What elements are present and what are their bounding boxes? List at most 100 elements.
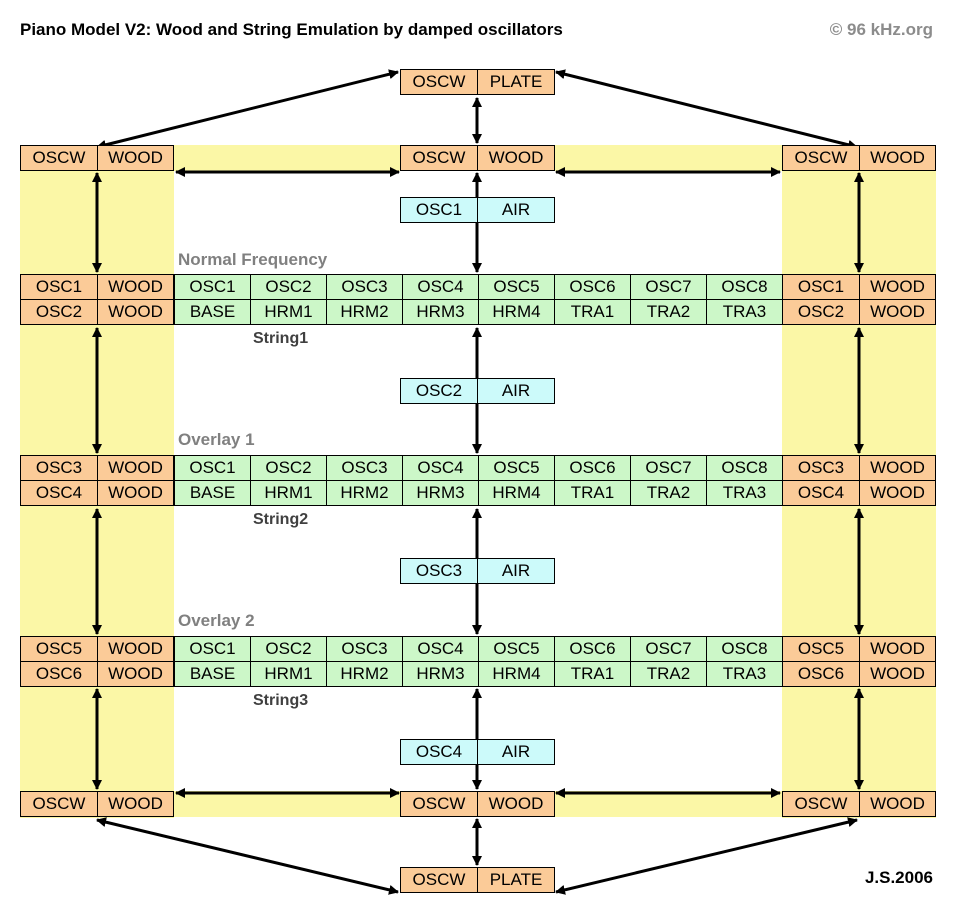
section-2-left-osc-bottom: OSC4 bbox=[20, 480, 98, 506]
section-2-bottom-6: TRA1 bbox=[554, 480, 631, 506]
air-4-osc: OSC4 bbox=[400, 739, 478, 765]
section-1-bottom-4: HRM3 bbox=[402, 299, 479, 325]
section-1-bottom-5: HRM4 bbox=[478, 299, 555, 325]
section-3-right-wood-top: WOOD bbox=[859, 636, 936, 662]
section-1-bottom-7: TRA2 bbox=[630, 299, 707, 325]
wood-top-left-wood: WOOD bbox=[97, 145, 174, 171]
section-1-top-6: OSC6 bbox=[554, 274, 631, 300]
wood-top-center-wood: WOOD bbox=[477, 145, 555, 171]
section-2-bottom-3: HRM2 bbox=[326, 480, 403, 506]
diagram-title: Piano Model V2: Wood and String Emulatio… bbox=[20, 20, 563, 39]
section-2-right-osc-bottom: OSC4 bbox=[782, 480, 860, 506]
section-1-bottom-1: BASE bbox=[174, 299, 251, 325]
section-2-top-5: OSC5 bbox=[478, 455, 555, 481]
section-3-left-wood-bottom: WOOD bbox=[97, 661, 174, 687]
wood-bottom-left-wood: WOOD bbox=[97, 791, 174, 817]
wood-bottom-center-oscw: OSCW bbox=[400, 791, 478, 817]
section-3-bottom-3: HRM2 bbox=[326, 661, 403, 687]
section-3-string-label: String3 bbox=[253, 692, 309, 709]
section-1-bottom-2: HRM1 bbox=[250, 299, 327, 325]
plate-top-label: PLATE bbox=[477, 69, 555, 95]
section-3-bottom-1: BASE bbox=[174, 661, 251, 687]
section-1-string-label: String1 bbox=[253, 330, 309, 347]
section-2-top-6: OSC6 bbox=[554, 455, 631, 481]
air-1-label: AIR bbox=[477, 197, 555, 223]
section-3-top-7: OSC7 bbox=[630, 636, 707, 662]
section-3-bottom-4: HRM3 bbox=[402, 661, 479, 687]
section-2-bottom-2: HRM1 bbox=[250, 480, 327, 506]
section-1-top-8: OSC8 bbox=[706, 274, 783, 300]
section-1-top-4: OSC4 bbox=[402, 274, 479, 300]
section-3-top-4: OSC4 bbox=[402, 636, 479, 662]
section-1-bottom-8: TRA3 bbox=[706, 299, 783, 325]
wood-top-center-oscw: OSCW bbox=[400, 145, 478, 171]
section-2-top-4: OSC4 bbox=[402, 455, 479, 481]
section-1-right-wood-top: WOOD bbox=[859, 274, 936, 300]
section-2-top-1: OSC1 bbox=[174, 455, 251, 481]
wood-bottom-left-oscw: OSCW bbox=[20, 791, 98, 817]
section-3-top-5: OSC5 bbox=[478, 636, 555, 662]
section-3-right-osc-bottom: OSC6 bbox=[782, 661, 860, 687]
section-1-bottom-6: TRA1 bbox=[554, 299, 631, 325]
section-1-left-osc-bottom: OSC2 bbox=[20, 299, 98, 325]
section-3-right-wood-bottom: WOOD bbox=[859, 661, 936, 687]
plate-bottom-oscw: OSCW bbox=[400, 867, 478, 893]
section-2-top-2: OSC2 bbox=[250, 455, 327, 481]
section-3-title: Overlay 2 bbox=[178, 611, 255, 630]
section-2-top-3: OSC3 bbox=[326, 455, 403, 481]
plate-bottom-label: PLATE bbox=[477, 867, 555, 893]
section-1-right-osc-top: OSC1 bbox=[782, 274, 860, 300]
section-3-top-3: OSC3 bbox=[326, 636, 403, 662]
wood-bottom-right-wood: WOOD bbox=[859, 791, 936, 817]
section-3-left-wood-top: WOOD bbox=[97, 636, 174, 662]
wood-top-right-wood: WOOD bbox=[859, 145, 936, 171]
section-3-left-osc-top: OSC5 bbox=[20, 636, 98, 662]
section-2-right-wood-bottom: WOOD bbox=[859, 480, 936, 506]
section-2-bottom-7: TRA2 bbox=[630, 480, 707, 506]
section-1-right-osc-bottom: OSC2 bbox=[782, 299, 860, 325]
wood-top-left-oscw: OSCW bbox=[20, 145, 98, 171]
wood-top-right-oscw: OSCW bbox=[782, 145, 860, 171]
section-2-top-8: OSC8 bbox=[706, 455, 783, 481]
section-3-top-2: OSC2 bbox=[250, 636, 327, 662]
section-2-bottom-5: HRM4 bbox=[478, 480, 555, 506]
wood-bottom-right-oscw: OSCW bbox=[782, 791, 860, 817]
section-1-left-wood-top: WOOD bbox=[97, 274, 174, 300]
air-1-osc: OSC1 bbox=[400, 197, 478, 223]
section-1-left-osc-top: OSC1 bbox=[20, 274, 98, 300]
copyright-label: © 96 kHz.org bbox=[829, 20, 933, 39]
section-1-top-2: OSC2 bbox=[250, 274, 327, 300]
section-3-left-osc-bottom: OSC6 bbox=[20, 661, 98, 687]
section-2-left-wood-bottom: WOOD bbox=[97, 480, 174, 506]
section-3-bottom-7: TRA2 bbox=[630, 661, 707, 687]
air-2-osc: OSC2 bbox=[400, 378, 478, 404]
section-1-left-wood-bottom: WOOD bbox=[97, 299, 174, 325]
section-1-title: Normal Frequency bbox=[178, 250, 328, 269]
air-3-osc: OSC3 bbox=[400, 558, 478, 584]
section-3-bottom-2: HRM1 bbox=[250, 661, 327, 687]
plate-top-oscw: OSCW bbox=[400, 69, 478, 95]
air-4-label: AIR bbox=[477, 739, 555, 765]
arrow-plate-bottom-right bbox=[555, 817, 858, 895]
arrow-plate-top-right bbox=[555, 69, 858, 150]
section-2-string-label: String2 bbox=[253, 511, 309, 528]
air-2-label: AIR bbox=[477, 378, 555, 404]
section-3-bottom-6: TRA1 bbox=[554, 661, 631, 687]
section-2-title: Overlay 1 bbox=[178, 430, 255, 449]
arrow-plate-bottom-left bbox=[96, 817, 399, 895]
section-2-right-osc-top: OSC3 bbox=[782, 455, 860, 481]
section-3-top-8: OSC8 bbox=[706, 636, 783, 662]
arrow-plate-top-left bbox=[96, 69, 399, 150]
section-1-top-7: OSC7 bbox=[630, 274, 707, 300]
section-2-bottom-4: HRM3 bbox=[402, 480, 479, 506]
wood-bottom-center-wood: WOOD bbox=[477, 791, 555, 817]
section-2-left-osc-top: OSC3 bbox=[20, 455, 98, 481]
author-credit: J.S.2006 bbox=[864, 868, 933, 887]
section-2-bottom-8: TRA3 bbox=[706, 480, 783, 506]
section-1-top-5: OSC5 bbox=[478, 274, 555, 300]
section-3-right-osc-top: OSC5 bbox=[782, 636, 860, 662]
section-3-bottom-5: HRM4 bbox=[478, 661, 555, 687]
section-3-top-6: OSC6 bbox=[554, 636, 631, 662]
